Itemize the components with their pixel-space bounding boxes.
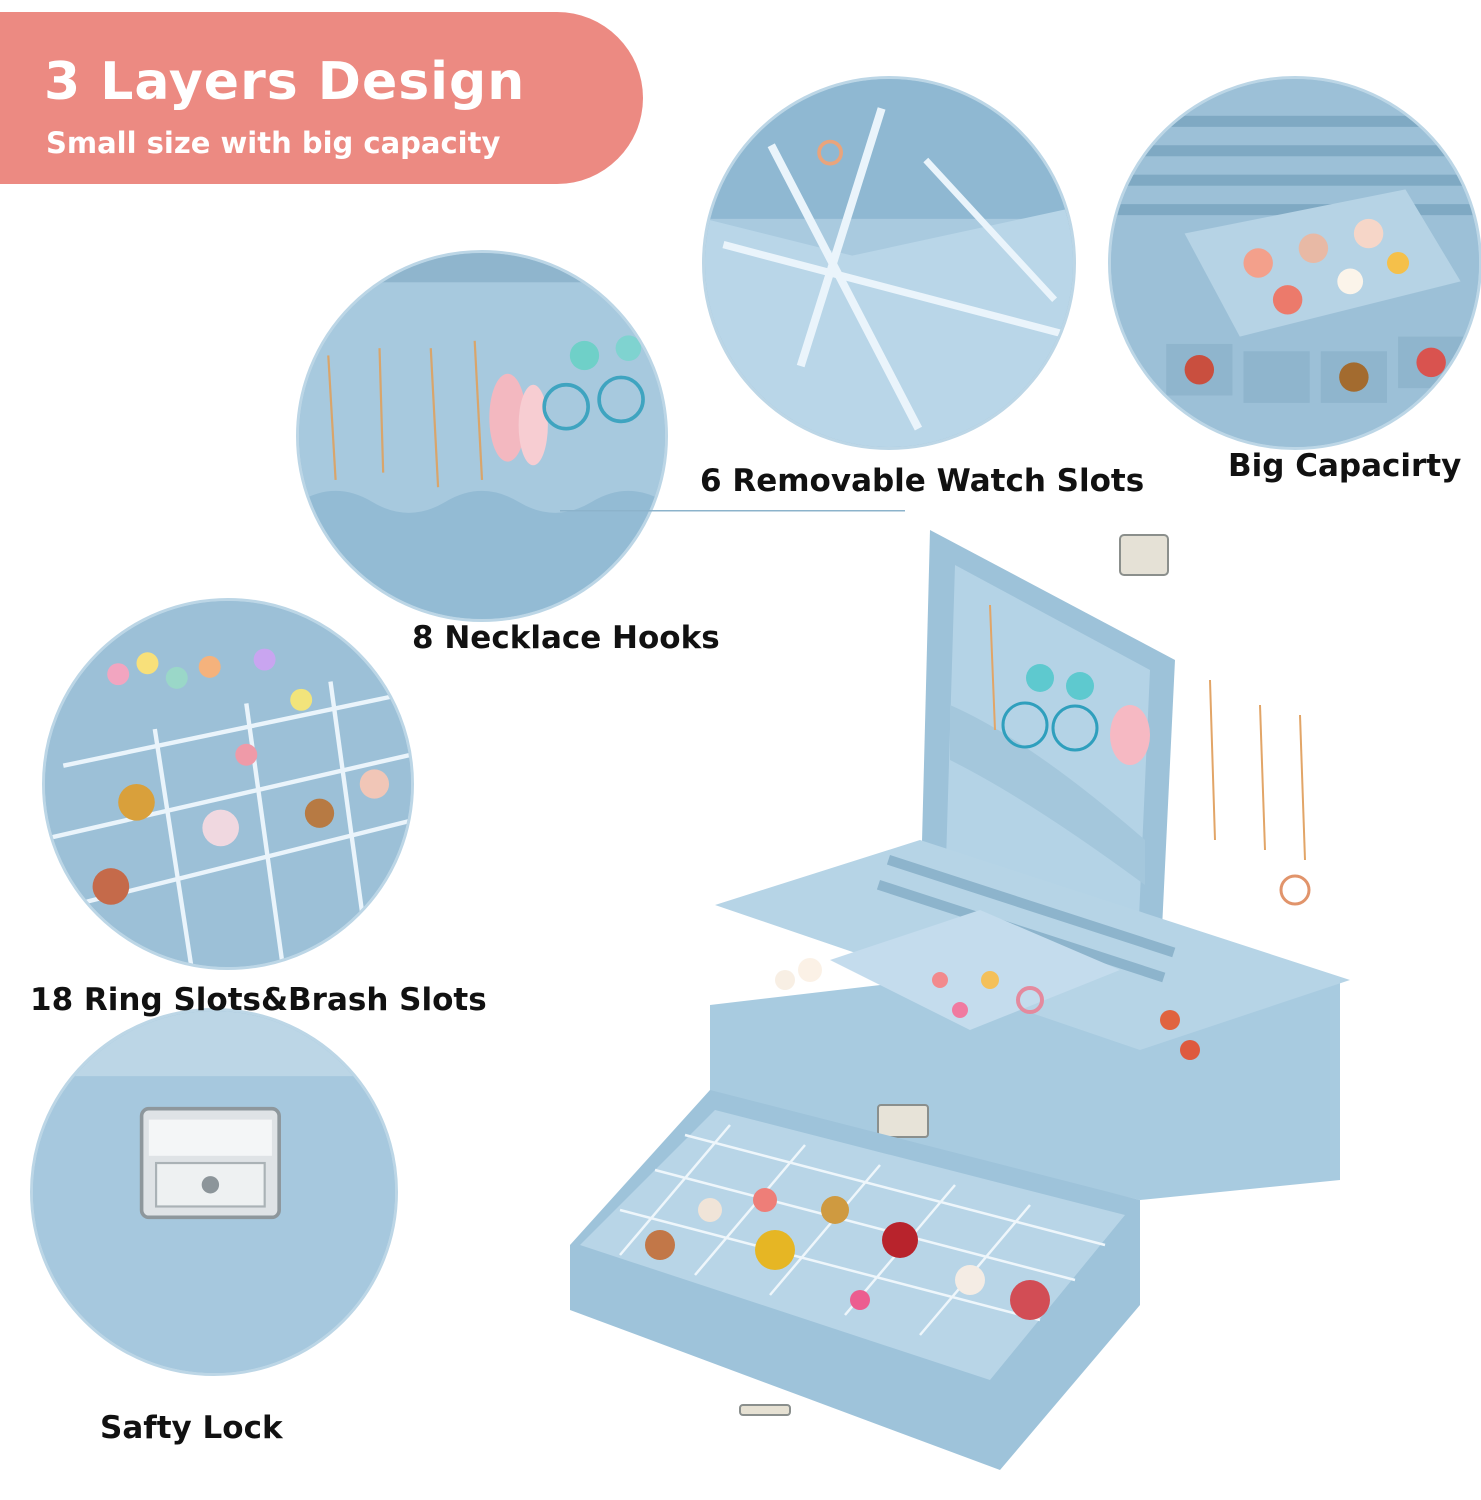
necklace-hooks-caption: 8 Necklace Hooks [412, 620, 720, 656]
safety-lock-image [30, 1008, 398, 1376]
watch-slots-image [702, 76, 1076, 450]
big-capacity-image [1108, 76, 1481, 450]
jewelry-box-image [560, 510, 1350, 1470]
big-capacity-caption: Big Capacirty [1228, 448, 1462, 484]
necklace-hooks-image [296, 250, 668, 622]
ring-slots-image [42, 598, 414, 970]
banner-title: 3 Layers Design [44, 52, 526, 112]
ring-slots-caption: 18 Ring Slots&Brash Slots [30, 982, 487, 1018]
banner-subtitle: Small size with big capacity [46, 126, 501, 160]
title-banner: 3 Layers Design Small size with big capa… [0, 12, 643, 184]
safety-lock-caption: Safty Lock [100, 1410, 283, 1446]
watch-slots-caption: 6 Removable Watch Slots [700, 463, 1145, 499]
